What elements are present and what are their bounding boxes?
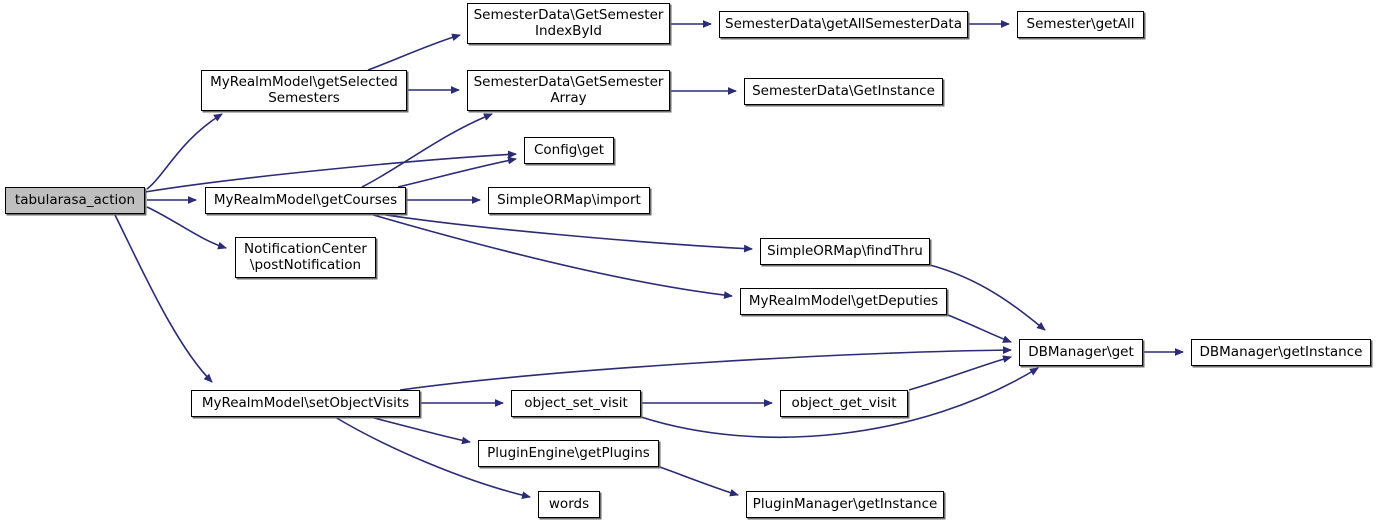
node-label: MyRealmModel\setObjectVisits [201, 394, 410, 411]
edge-objectSetVisit-dbManagerGet [640, 367, 1039, 438]
node-label: Semester\getAll [1026, 15, 1135, 32]
node-dbmanager-getinstance[interactable]: DBManager\getInstance [1191, 339, 1371, 366]
node-words[interactable]: words [538, 491, 600, 518]
node-semesterdata-getallsemesterdata[interactable]: SemesterData\getAllSemesterData [719, 11, 968, 38]
edge-paths [114, 20, 1184, 499]
edge-getCourses-getDeputies [369, 213, 733, 299]
edge-getDeputies-dbManagerGet [947, 314, 1012, 343]
edge-objectGetVisit-dbManagerGet [908, 355, 1012, 391]
node-object-get-visit[interactable]: object_get_visit [780, 390, 908, 417]
node-label: Config\get [533, 141, 605, 158]
node-dbmanager-get[interactable]: DBManager\get [1019, 339, 1143, 366]
node-label: SemesterData\GetSemester IndexById [473, 7, 664, 39]
node-label: MyRealmModel\getDeputies [748, 292, 939, 309]
node-simpleormap-findthru[interactable]: SimpleORMap\findThru [760, 238, 930, 265]
node-object-set-visit[interactable]: object_set_visit [511, 390, 641, 417]
node-label: SemesterData\GetInstance [752, 82, 935, 99]
edge-getCourses-getSemesterArray [361, 113, 493, 188]
node-label: PluginManager\getInstance [752, 495, 938, 512]
node-label: words [548, 495, 590, 512]
edge-setObjectVisits-words [334, 416, 531, 499]
node-myrealmmodel-getselectedsemesters[interactable]: MyRealmModel\getSelected Semesters [201, 70, 407, 111]
node-label: MyRealmModel\getSelected Semesters [210, 74, 398, 106]
node-myrealmmodel-getcourses[interactable]: MyRealmModel\getCourses [205, 187, 406, 214]
node-semester-getall[interactable]: Semester\getAll [1017, 11, 1144, 38]
node-pluginengine-getplugins[interactable]: PluginEngine\getPlugins [478, 440, 659, 467]
edge-tabularasa_action-getSelectedSemesters [146, 113, 223, 190]
node-notificationcenter-postnotification[interactable]: NotificationCenter \postNotification [235, 237, 376, 278]
edge-tabularasa_action-setObjectVisits [114, 214, 213, 383]
node-label: tabularasa_action [14, 191, 136, 208]
node-label: DBManager\getInstance [1199, 343, 1363, 360]
node-label: SemesterData\GetSemester Array [473, 74, 664, 106]
node-semesterdata-getinstance[interactable]: SemesterData\GetInstance [744, 78, 943, 105]
edge-getSelectedSemesters-getSemesterIndexById [367, 33, 461, 71]
node-label: NotificationCenter \postNotification [244, 241, 367, 273]
edge-tabularasa_action-configGet [144, 150, 517, 193]
node-myrealmmodel-setobjectvisits[interactable]: MyRealmModel\setObjectVisits [191, 390, 420, 417]
node-label: PluginEngine\getPlugins [487, 444, 650, 461]
edge-setObjectVisits-getPlugins [369, 416, 471, 445]
edge-setObjectVisits-dbManagerGet [399, 346, 1012, 391]
node-label: object_set_visit [524, 394, 628, 411]
node-semesterdata-getsemesterarray[interactable]: SemesterData\GetSemester Array [467, 70, 670, 111]
edge-getPlugins-pluginManagerGetInstance [659, 466, 739, 497]
node-label: MyRealmModel\getCourses [213, 191, 398, 208]
node-label: DBManager\get [1028, 343, 1134, 360]
node-myrealmmodel-getdeputies[interactable]: MyRealmModel\getDeputies [740, 288, 947, 315]
node-tabularasa-action[interactable]: tabularasa_action [5, 187, 145, 214]
node-label: object_get_visit [791, 394, 897, 411]
edge-tabularasa_action-postNotification [146, 206, 227, 250]
edge-findThru-dbManagerGet [929, 264, 1046, 331]
node-label: SemesterData\getAllSemesterData [725, 15, 962, 32]
node-simpleormap-import[interactable]: SimpleORMap\import [488, 187, 650, 214]
node-label: SimpleORMap\findThru [767, 242, 923, 259]
node-label: SimpleORMap\import [497, 191, 641, 208]
node-config-get[interactable]: Config\get [524, 137, 614, 164]
node-semesterdata-getsemesterindexbyid[interactable]: SemesterData\GetSemester IndexById [467, 3, 670, 44]
edge-getCourses-findThru [379, 213, 753, 253]
node-pluginmanager-getinstance[interactable]: PluginManager\getInstance [746, 491, 944, 518]
edge-getCourses-configGet [397, 156, 517, 188]
